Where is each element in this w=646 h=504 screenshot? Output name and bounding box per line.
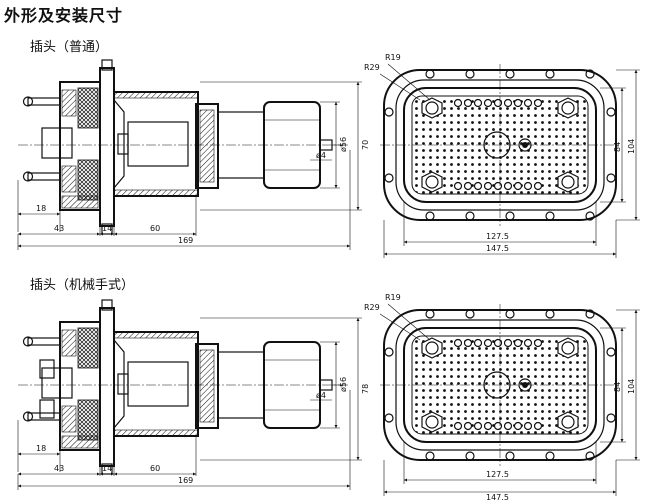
dim-r29: R29 xyxy=(364,303,380,312)
dim-phi56: ø56 xyxy=(339,137,348,152)
dim-104: 104 xyxy=(627,379,636,394)
dim-84: 84 xyxy=(613,142,622,152)
dim-70: 70 xyxy=(361,140,370,150)
dim-147-5: 147.5 xyxy=(486,493,509,502)
dim-18: 18 xyxy=(36,444,46,453)
page-title: 外形及安装尺寸 xyxy=(4,6,124,25)
dim-127-5: 127.5 xyxy=(486,232,509,241)
dim-43: 43 xyxy=(54,464,64,473)
dim-phi4: ø4 xyxy=(316,151,326,160)
dim-84: 84 xyxy=(613,382,622,392)
dim-14: 14 xyxy=(102,464,112,473)
dim-78: 78 xyxy=(361,384,370,394)
dim-r29: R29 xyxy=(364,63,380,72)
dimensions-section-1 xyxy=(17,63,640,258)
dimensions-section-2 xyxy=(17,303,640,496)
dim-104: 104 xyxy=(627,139,636,154)
dim-r19: R19 xyxy=(385,293,401,302)
dim-18: 18 xyxy=(36,204,46,213)
dim-60: 60 xyxy=(150,224,160,233)
guide-boss xyxy=(39,399,55,419)
dim-phi56: ø56 xyxy=(339,377,348,392)
dim-169: 169 xyxy=(178,236,193,245)
dim-14: 14 xyxy=(102,224,112,233)
dim-147-5: 147.5 xyxy=(486,244,509,253)
dim-169: 169 xyxy=(178,476,193,485)
section-2-label: 插头（机械手式） xyxy=(30,278,135,293)
dim-43: 43 xyxy=(54,224,64,233)
dim-r19: R19 xyxy=(385,53,401,62)
section-1-label: 插头（普通） xyxy=(30,40,109,55)
dim-phi4: ø4 xyxy=(316,391,326,400)
dim-60: 60 xyxy=(150,464,160,473)
guide-boss xyxy=(39,359,55,379)
dim-127-5: 127.5 xyxy=(486,470,509,479)
